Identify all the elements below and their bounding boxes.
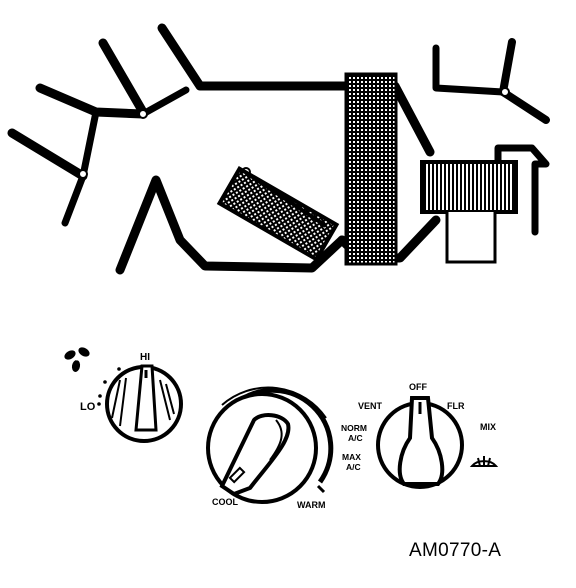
mode-vent-label: VENT — [358, 401, 383, 411]
mode-max-label: MAX — [342, 452, 361, 462]
right-duct-wall — [390, 81, 435, 157]
temperature-warm-label: WARM — [297, 500, 326, 510]
temperature-indicator — [228, 466, 246, 484]
heater-core-door — [246, 172, 328, 228]
heater-core — [216, 165, 340, 263]
temperature-arc-tail — [316, 484, 326, 494]
mode-mix-label: MIX — [480, 422, 496, 432]
blower-housing — [494, 144, 550, 236]
upper-duct-wall — [157, 23, 355, 91]
mode-off-label: OFF — [409, 382, 427, 392]
temperature-arc-outer — [221, 386, 327, 419]
speed-dot-1 — [98, 394, 102, 398]
recirc-door-a — [432, 44, 507, 96]
blower-knob-ridges — [111, 377, 175, 427]
temperature-control[interactable]: COOL WARM — [206, 386, 334, 510]
fan-icon — [64, 347, 90, 372]
vent-door-left-a — [98, 38, 148, 117]
lower-duct-wall — [115, 175, 347, 275]
pivot-mid — [138, 109, 148, 119]
mode-control[interactable]: OFF VENT FLR NORM A/C MAX A/C MIX — [341, 382, 499, 489]
recirc-door-c — [499, 88, 550, 124]
blower-lo-label: LO — [80, 401, 96, 413]
mode-knob-lever — [397, 396, 445, 486]
lo-dot — [97, 402, 101, 406]
blower-hi-label: HI — [140, 352, 150, 363]
temperature-knob-ridges — [269, 419, 283, 461]
mode-flr-label: FLR — [447, 401, 465, 411]
mode-norm-ac-label: A/C — [348, 433, 363, 443]
temperature-cool-label: COOL — [212, 497, 239, 507]
blower-control[interactable]: HI LO — [63, 346, 183, 443]
figure-id: AM0770-A — [409, 540, 502, 561]
recirc-door-b — [499, 38, 516, 96]
pivot-right — [500, 87, 510, 97]
speed-dot-3 — [117, 367, 121, 371]
pivot-left — [78, 169, 88, 179]
blower-wheel — [420, 160, 518, 214]
upper-mid-wall — [139, 86, 190, 118]
mode-norm-label: NORM — [341, 423, 367, 433]
vent-door-left-c — [7, 128, 88, 181]
mode-max-ac-label: A/C — [346, 462, 361, 472]
blower-motor — [445, 212, 497, 264]
defrost-icon — [469, 456, 499, 467]
speed-dot-2 — [103, 380, 107, 384]
blower-knob-pointer — [134, 364, 158, 432]
evaporator-core — [344, 72, 398, 266]
